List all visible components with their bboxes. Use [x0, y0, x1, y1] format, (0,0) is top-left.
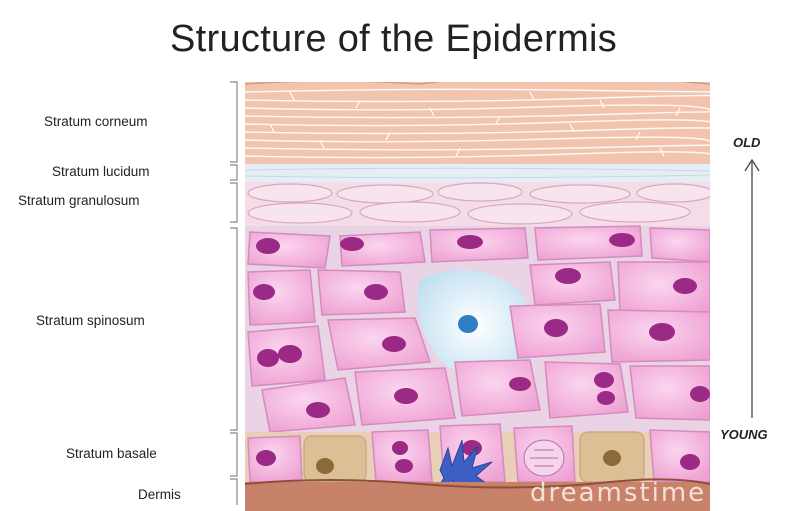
bracket-lucidum [230, 165, 237, 180]
layer-brackets [230, 82, 237, 505]
bracket-spinosum [230, 228, 237, 430]
bracket-corneum [230, 82, 237, 162]
mitotic-cell [524, 440, 564, 476]
label-young: YOUNG [720, 427, 768, 442]
layer-lucidum [245, 164, 710, 182]
langerhans-nucleus [458, 315, 478, 333]
label-old: OLD [733, 135, 760, 150]
bracket-basale [230, 433, 237, 476]
bracket-dermis [230, 479, 237, 505]
bracket-granulosum [230, 183, 237, 222]
age-arrow [745, 160, 759, 418]
watermark-text: dreamstime [530, 478, 706, 508]
